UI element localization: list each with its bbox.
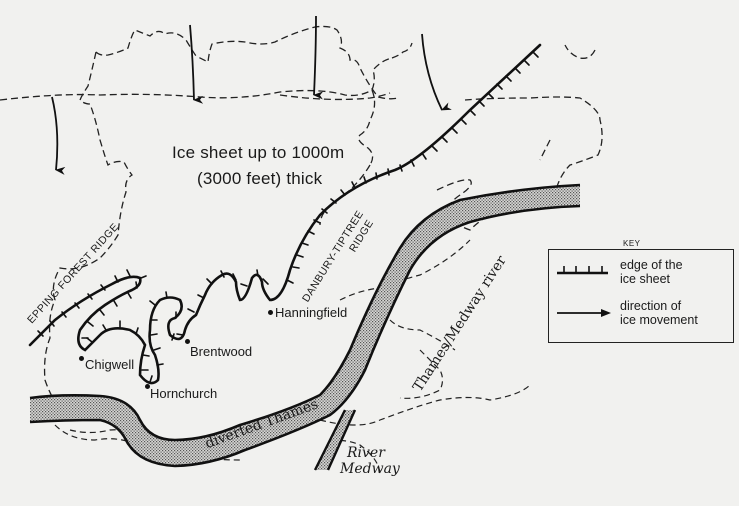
town-marker: [79, 356, 84, 361]
map-key: [548, 249, 734, 343]
ice-sheet-edge: [28, 43, 542, 385]
arrow-icon: [421, 33, 452, 111]
ice-movement-arrows: [51, 15, 452, 175]
town-marker: [185, 339, 190, 344]
key-label-ice-edge-1: edge of the: [620, 258, 683, 272]
key-label-ice-edge-2: ice sheet: [620, 272, 671, 286]
river-medway: [315, 410, 355, 470]
town-marker: [268, 310, 273, 315]
thames-medway-river: [30, 185, 580, 466]
label-river-medway-2: Medway: [340, 461, 400, 477]
town-chigwell: Chigwell: [85, 357, 135, 372]
ice-edge-ticks: [37, 51, 539, 383]
arrow-icon: [51, 96, 66, 175]
arrow-icon: [189, 24, 204, 104]
town-brentwood: Brentwood: [190, 344, 253, 359]
map-title-line1: Ice sheet up to 1000m: [172, 143, 345, 162]
map-title-line2: (3000 feet) thick: [197, 169, 323, 188]
key-label-direction-1: direction of: [620, 299, 682, 313]
key-label-direction-2: ice movement: [620, 313, 698, 327]
town-hornchurch: Hornchurch: [150, 386, 218, 401]
river-banks: [29, 183, 581, 468]
town-hanningfield: Hanningfield: [275, 305, 348, 320]
label-river-medway-1: River: [347, 445, 385, 461]
key-title: KEY: [623, 239, 641, 248]
medway-banks: [313, 409, 357, 471]
town-marker: [145, 384, 150, 389]
key-symbols: [557, 266, 611, 317]
arrow-icon: [313, 15, 324, 100]
coastline-dashed: [0, 25, 603, 411]
